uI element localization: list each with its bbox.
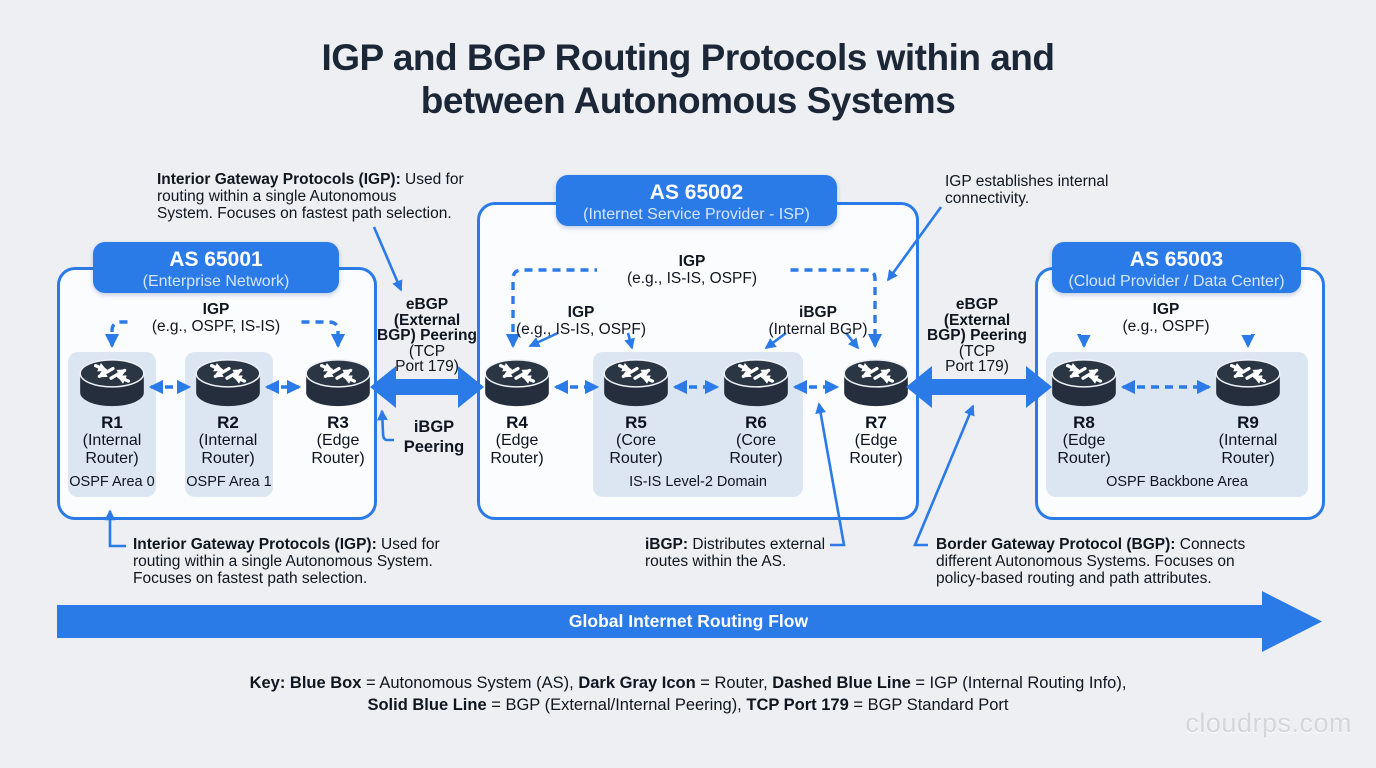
router-icon	[305, 356, 371, 410]
flow-banner-label: Global Internet Routing Flow	[568, 611, 809, 631]
router-icon	[79, 356, 145, 410]
as65001-header: AS 65001 (Enterprise Network)	[93, 242, 339, 293]
ibgp-peering-label: iBGP Peering	[403, 418, 465, 456]
router-icon	[723, 356, 789, 410]
igp-top-annotation-arrow	[372, 226, 403, 292]
igp-label-as3: IGP (e.g., OSPF)	[1081, 301, 1251, 335]
ibgp-label-as2: iBGP (Internal BGP)	[768, 304, 868, 338]
router-icon	[484, 356, 550, 410]
igp-label-as2-top: IGP (e.g., IS-IS, OSPF)	[597, 253, 787, 287]
legend-key-line2: Solid Blue Line = BGP (External/Internal…	[367, 695, 1009, 714]
ospf-area0-label: OSPF Area 0	[69, 474, 155, 490]
as65003-header: AS 65003 (Cloud Provider / Data Center)	[1052, 242, 1301, 293]
ibgp-bottom-annotation: iBGP: Distributes external routes within…	[645, 536, 826, 570]
ospf-backbone-label: OSPF Backbone Area	[1106, 474, 1248, 490]
igp-label-as1: IGP (e.g., OSPF, IS-IS)	[131, 301, 301, 335]
router-icon	[1215, 356, 1281, 410]
ebgp-label-right: eBGP (External BGP) Peering (TCP Port 17…	[927, 296, 1027, 375]
router-icon	[1051, 356, 1117, 410]
ospf-area1-label: OSPF Area 1	[186, 474, 272, 490]
watermark: cloudrps.com	[1185, 708, 1352, 738]
legend-key-line1: Key: Blue Box = Autonomous System (AS), …	[249, 674, 1127, 692]
isis-domain-label: IS-IS Level-2 Domain	[629, 474, 767, 490]
router-icon	[195, 356, 261, 410]
page-title: IGP and BGP Routing Protocols within and…	[321, 37, 1055, 121]
router-icon	[843, 356, 909, 410]
ebgp-label-left: eBGP (External BGP) Peering (TCP Port 17…	[377, 296, 477, 375]
bgp-bottom-annotation: Border Gateway Protocol (BGP): Connects …	[936, 536, 1246, 587]
legend-key: Key: Blue Box = Autonomous System (AS), …	[0, 673, 1376, 716]
igp-bottom-annotation: Interior Gateway Protocols (IGP): Used f…	[133, 536, 440, 587]
igp-label-as2-inner: IGP (e.g., IS-IS, OSPF)	[515, 304, 647, 338]
igp-top-annotation: Interior Gateway Protocols (IGP): Used f…	[157, 171, 464, 222]
igp-establishes-annotation: IGP establishes internal connectivity.	[945, 173, 1109, 207]
router-icon	[603, 356, 669, 410]
as65002-header: AS 65002 (Internet Service Provider - IS…	[556, 175, 837, 226]
